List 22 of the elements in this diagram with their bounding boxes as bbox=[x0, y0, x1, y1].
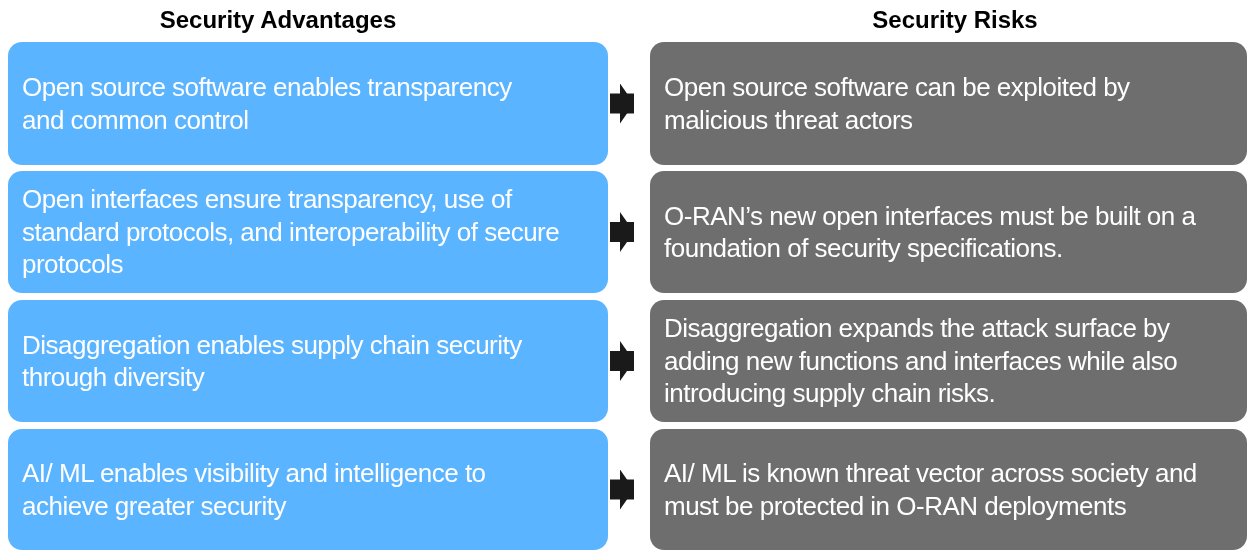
risk-box bbox=[650, 42, 1247, 165]
advantage-box bbox=[8, 171, 608, 293]
block-arrow bbox=[610, 469, 634, 510]
advantage-box bbox=[8, 300, 608, 422]
advantage-box bbox=[8, 429, 608, 550]
advantage-box bbox=[8, 42, 608, 165]
box-text: AI/ ML is known threat vector across society and must be protected in O-RAN deployments bbox=[664, 457, 1198, 522]
risk-box bbox=[650, 300, 1247, 422]
block-arrow bbox=[610, 83, 634, 124]
box-text: O-RAN’s new open interfaces must be built on a foundation of security specifications. bbox=[664, 199, 1197, 265]
box-text: AI/ ML enables visibility and intelligence to achieve greater security bbox=[22, 457, 487, 522]
column-heading: Security Advantages bbox=[159, 6, 397, 34]
risk-box bbox=[650, 429, 1247, 550]
block-arrow bbox=[610, 341, 634, 381]
box-text: Disaggregation expands the attack surface by adding new functions and interfaces while also introducing supply chain risks. bbox=[664, 312, 1179, 410]
risk-box bbox=[650, 171, 1247, 293]
box-text: Disaggregation enables supply chain security through diversity bbox=[22, 328, 523, 394]
column-heading: Security Risks bbox=[872, 6, 1038, 34]
box-text: Open source software can be exploited by malicious threat actors bbox=[664, 71, 1131, 136]
box-text: Open source software enables transparency and common control bbox=[22, 71, 513, 136]
box-text: Open interfaces ensure transparency, use of standard protocols, and interoperability of secure protocols bbox=[22, 183, 560, 281]
block-arrow bbox=[610, 212, 634, 252]
